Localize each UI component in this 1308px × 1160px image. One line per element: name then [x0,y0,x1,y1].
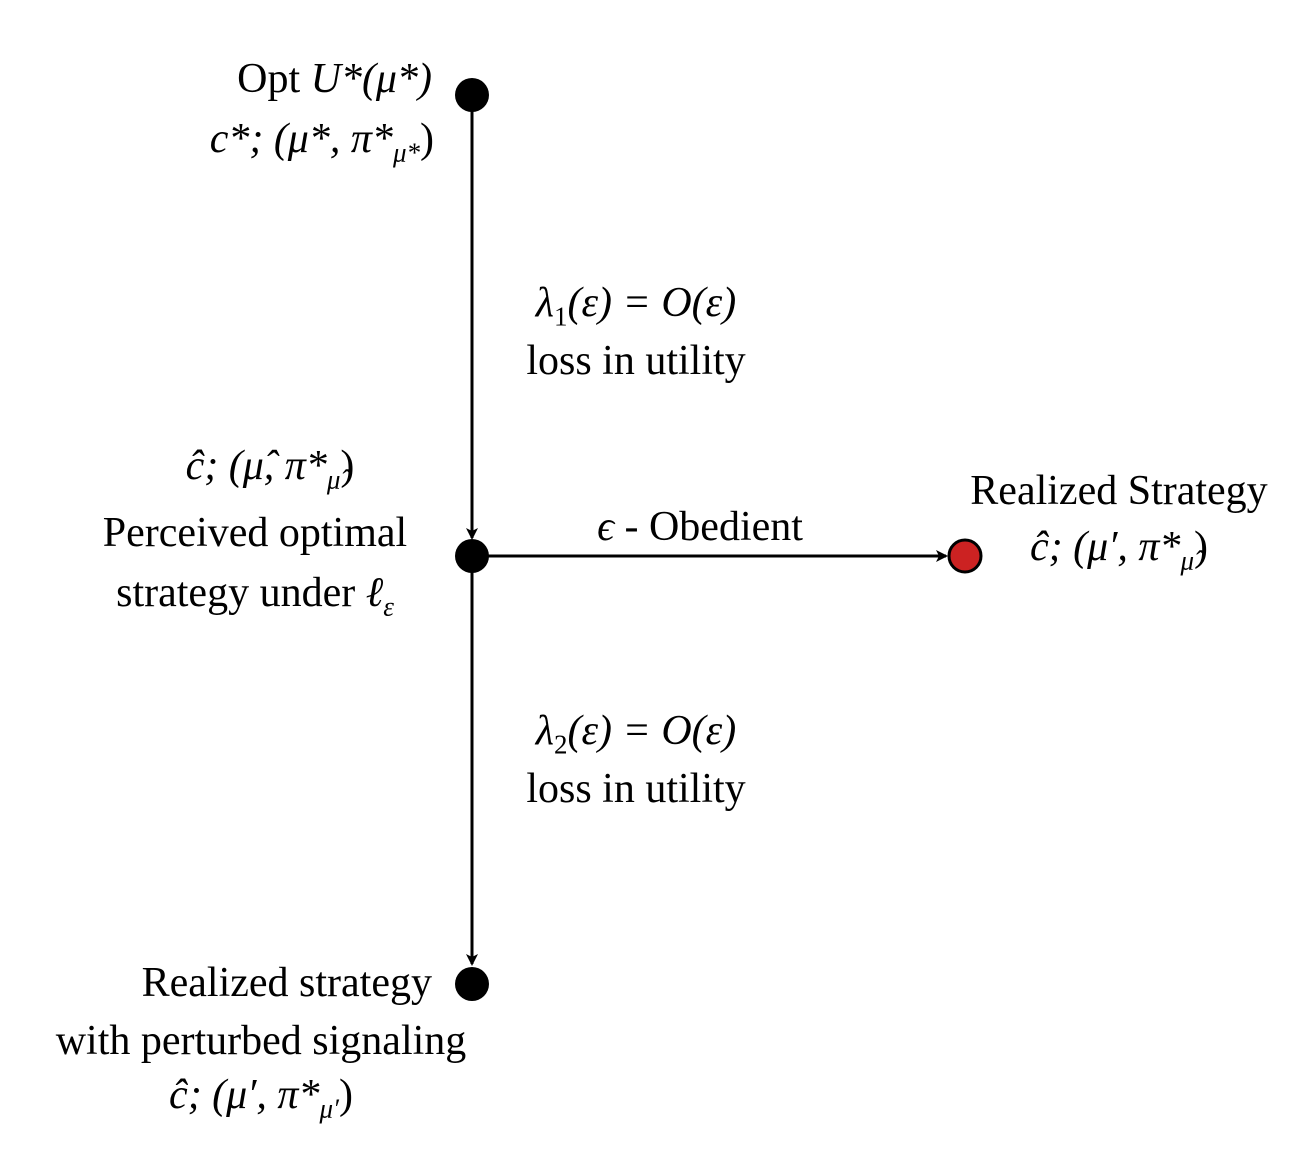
perceived-loss-math: ℓ [365,570,384,616]
edge-bottom-lambda: λ [535,708,554,754]
realized-bottom-line1: Realized strategy [142,962,432,1004]
realized-right-label: Realized Strategy ĉ; (μ′, π*μ̂) [944,468,1294,574]
realized-right-title: Realized Strategy [970,468,1268,514]
perceived-math-sub: μ̂ [326,464,341,495]
realized-bottom-line2: with perturbed signaling [55,1018,467,1064]
opt-label-line1: Opt U*(μ*) [237,58,432,100]
realized-bottom-math-close: ) [338,1072,353,1118]
realized-bottom-math-main: ĉ; (μ′, π* [169,1072,320,1118]
edge-bottom-sub: 2 [553,729,568,760]
realized-bottom-math-sub: μ′ [319,1093,339,1124]
edge-bottom-text: loss in utility [526,766,746,812]
realized-bottom-text: with perturbed signaling ĉ; (μ′, π*μ′) [16,1018,506,1122]
node-perceived [455,539,489,573]
perceived-text-label: Perceived optimal strategy under ℓε [60,510,450,620]
perceived-loss-sub: ε [383,591,394,622]
perceived-math-label: ĉ; (μ̂, π*μ̂) [140,443,400,493]
opt-strategy-math: c*; (μ*, π* [209,116,393,162]
opt-label-line2: c*; (μ*, π*μ*) [209,116,434,166]
edge-top-rhs: (ε) = O(ε) [567,280,737,326]
realized-right-math-close: ) [1194,524,1208,570]
edge-bottom-label: λ2(ε) = O(ε) loss in utility [496,710,776,810]
perceived-line1: Perceived optimal [102,510,408,556]
edge-top-math: λ1(ε) = O(ε) [496,280,776,330]
edge-top-sub: 1 [553,301,568,332]
node-realized-right [947,538,983,574]
edge-right-epsilon: ϵ [597,504,614,550]
edge-top-label: λ1(ε) = O(ε) loss in utility [496,282,776,382]
opt-strategy-sub: μ* [392,137,420,168]
node-realized-bottom [455,967,489,1001]
edge-top-text: loss in utility [526,338,746,384]
realized-bottom-title: Realized strategy [141,960,432,1006]
edge-top-lambda: λ [535,280,554,326]
realized-right-math-sub: μ̂ [1180,545,1194,576]
perceived-math-close: ) [340,443,355,489]
realized-right-math: ĉ; (μ′, π*μ̂) [944,524,1294,574]
realized-bottom-math: ĉ; (μ′, π*μ′) [16,1072,506,1122]
perceived-line2: strategy under ℓε [60,570,450,620]
realized-right-math-main: ĉ; (μ′, π* [1030,524,1181,570]
opt-strategy-close: ) [420,116,434,162]
opt-prefix-text: Opt [237,56,301,102]
perceived-math: ĉ; (μ̂, π* [185,443,327,489]
edge-bottom-math: λ2(ε) = O(ε) [496,708,776,758]
edge-right-label: ϵ - Obedient [560,506,840,548]
node-opt [455,78,489,112]
perceived-line2-text: strategy under [116,570,356,616]
edge-bottom-rhs: (ε) = O(ε) [567,708,737,754]
opt-utility-math: U*(μ*) [310,56,432,102]
edge-right-text: - Obedient [613,504,803,550]
